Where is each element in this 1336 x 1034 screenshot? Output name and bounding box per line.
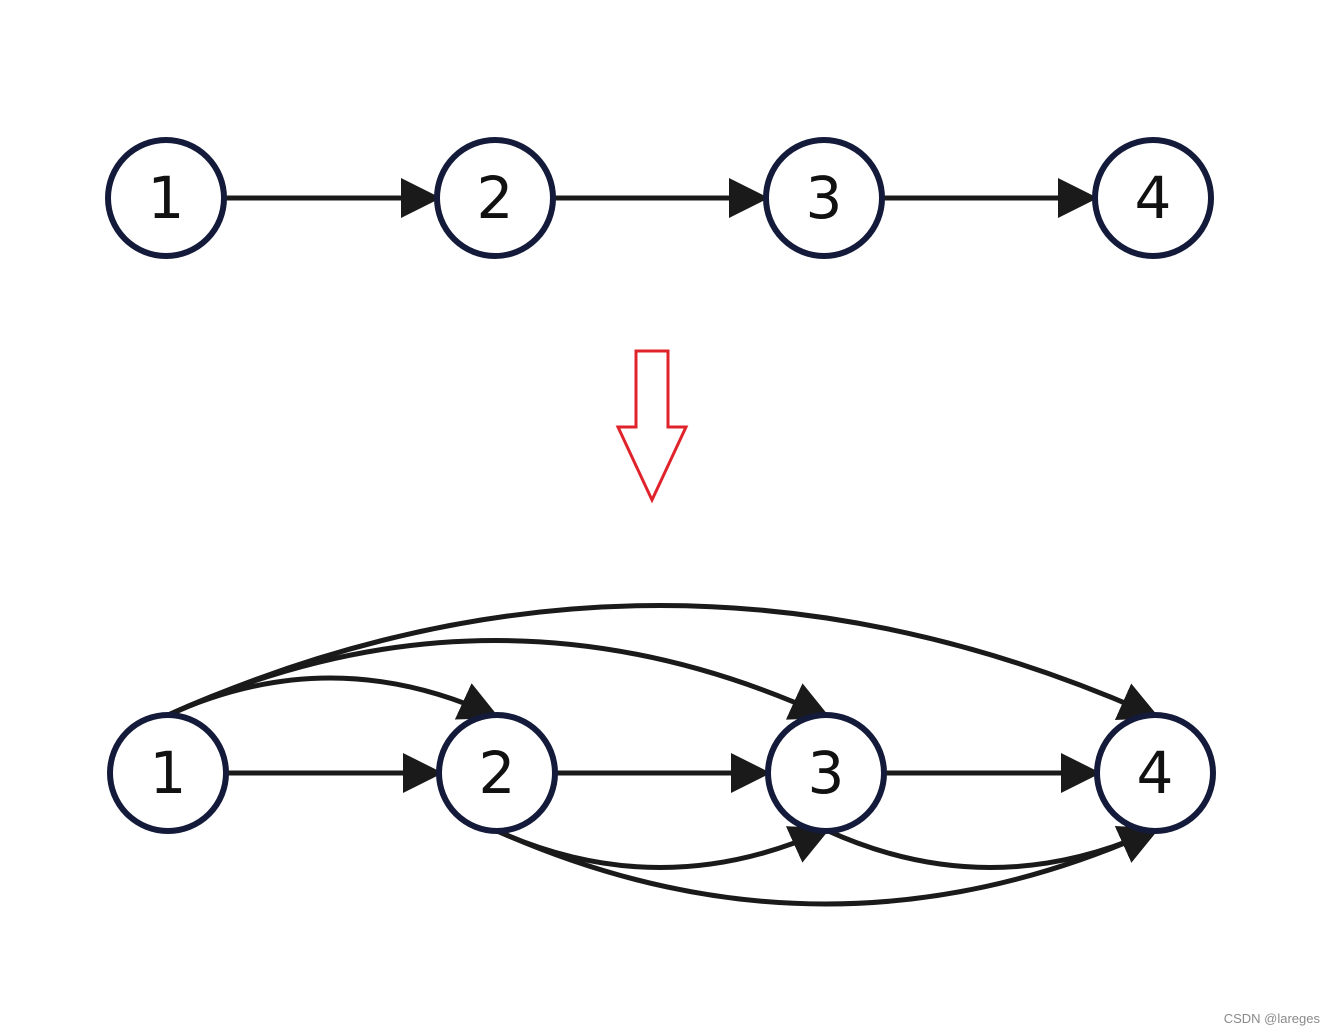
node-2-label: 2 [479,739,516,807]
edge-1-4-arc [164,603,1160,721]
graph-before: 1 2 3 4 [105,137,1214,259]
node-1-label: 1 [150,739,187,807]
node-2-label: 2 [477,164,514,232]
node-4-label: 4 [1137,739,1174,807]
node-4: 4 [1094,712,1216,834]
node-2: 2 [434,137,556,259]
node-3: 3 [765,712,887,834]
node-1-label: 1 [148,164,185,232]
graph-after: 1 2 3 4 [107,603,1216,907]
node-1: 1 [107,712,229,834]
node-1: 1 [105,137,227,259]
node-4-label: 4 [1135,164,1172,232]
watermark: CSDN @lareges [1223,1011,1320,1026]
node-3: 3 [763,137,885,259]
node-3-label: 3 [808,739,845,807]
node-3-label: 3 [806,164,843,232]
node-4: 4 [1092,137,1214,259]
node-2: 2 [436,712,558,834]
transform-down-arrow [615,349,689,504]
edge-2-4-arc [493,826,1160,907]
